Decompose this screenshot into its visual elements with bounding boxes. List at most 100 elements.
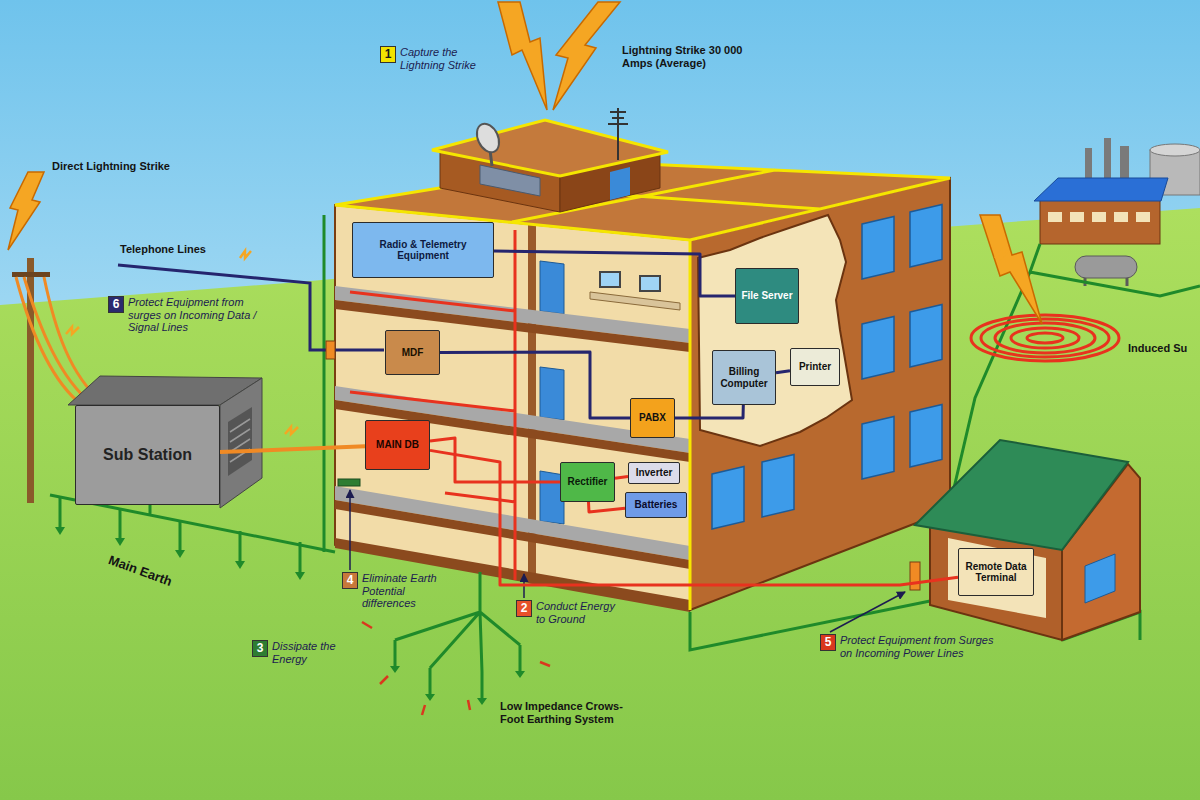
horizontal-tank (1075, 256, 1137, 278)
induced-rings (971, 315, 1119, 361)
house-window (1085, 554, 1115, 603)
line-label: Telephone Lines (120, 243, 240, 256)
surge-ring (995, 323, 1095, 353)
callout-badge: 1Capture the Lightning Strike (380, 46, 500, 71)
label-holder: Direct Lightning Strike (52, 160, 222, 173)
callout-badge: 3Dissipate the Energy (252, 640, 352, 665)
wire-connector (615, 477, 628, 479)
callout-text: Protect Equipment from Surges on Incomin… (840, 634, 1005, 659)
earth-rods (60, 497, 300, 572)
callout-number: 3 (252, 640, 268, 657)
wire-connector (220, 446, 365, 452)
penthouse-door (610, 167, 630, 200)
callout-badge: 2Conduct Energy to Ground (516, 600, 621, 625)
wire-connector (494, 251, 735, 296)
facade (690, 178, 950, 610)
node-label: Remote Data Terminal (964, 561, 1028, 584)
radio-equipment: Radio & Telemetry Equipment (352, 222, 494, 278)
power-wiring (350, 230, 515, 580)
strike-note: Lightning Strike 30 000 Amps (Average) (622, 44, 762, 69)
callout-text: Conduct Energy to Ground (536, 600, 621, 625)
surge-protector (910, 562, 920, 590)
telephone-line (118, 265, 384, 350)
billing-computer: Billing Computer (712, 350, 776, 405)
earthing-label: Low Impedance Crows-Foot Earthing System (500, 700, 625, 725)
callout-text: Dissipate the Energy (272, 640, 352, 665)
printer-box: Printer (790, 348, 840, 386)
house-roof (915, 440, 1128, 550)
strike-label: Direct Lightning Strike (52, 160, 222, 173)
surge-protector (326, 341, 335, 359)
inverter-box: Inverter (628, 462, 680, 484)
node-label: MDF (402, 347, 424, 359)
down-conductor (689, 240, 692, 610)
callout-badge: 6Protect Equipment from surges on Incomi… (108, 296, 278, 334)
substation-vent (228, 407, 252, 476)
pabx-box: PABX (630, 398, 675, 438)
node-label: Printer (799, 361, 831, 373)
label-holder: Lightning Strike 30 000 Amps (Average) (622, 44, 762, 69)
rod-tips (390, 666, 525, 705)
surge-ring (1011, 328, 1079, 348)
wire-connector (776, 371, 790, 373)
label-holder: Main Earth (100, 551, 180, 592)
house-cutaway (948, 538, 1046, 618)
chimney (1120, 146, 1129, 183)
lightning-bolt (553, 2, 620, 110)
rectifier-box: Rectifier (560, 462, 615, 502)
node-label: Billing Computer (718, 366, 770, 389)
node-label: File Server (741, 290, 792, 302)
desk (590, 292, 680, 310)
callout-number: 5 (820, 634, 836, 651)
remote-terminal: Remote Data Terminal (958, 548, 1034, 596)
surge-ring (971, 315, 1119, 361)
windows (712, 204, 942, 529)
mdf-frame: MDF (385, 330, 440, 375)
label-holder: Induced Su (1128, 342, 1194, 355)
rod-tips (55, 527, 305, 580)
down-conductor (323, 215, 326, 552)
node-label: PABX (639, 412, 666, 424)
chimney (1104, 138, 1111, 183)
lightning-bolt (8, 172, 44, 250)
callout-number: 6 (108, 296, 124, 313)
file-server: File Server (735, 268, 799, 324)
node-label: MAIN DB (376, 439, 419, 451)
satellite-dish (473, 120, 504, 156)
earth-label: Main Earth (100, 551, 180, 592)
factory-roof (1034, 178, 1168, 201)
lightning-bolt (980, 215, 1042, 324)
floor-slab (335, 300, 690, 612)
callout-number: 1 (380, 46, 396, 63)
facade-cutaway (698, 215, 852, 446)
distribution-board: MAIN DB (365, 420, 430, 470)
surge-ring (1027, 333, 1063, 343)
leader-line (830, 592, 905, 632)
leader-line (349, 490, 351, 570)
wire-connector (440, 352, 630, 418)
callout-badge: 4Eliminate Earth Potential differences (342, 572, 457, 610)
vent-slats (230, 419, 250, 462)
antenna-mast (608, 108, 628, 160)
crows-foot-earth (395, 572, 520, 698)
earth-bar (338, 479, 360, 486)
factory-wall (1040, 200, 1160, 244)
connector-group (220, 251, 958, 585)
node-label: Inverter (636, 467, 673, 479)
substation-box: Sub Station (75, 405, 220, 505)
label-holder: Low Impedance Crows-Foot Earthing System (500, 700, 625, 725)
callout-badge: 5Protect Equipment from Surges on Incomi… (820, 634, 1005, 659)
label-holder: Telephone Lines (120, 243, 240, 256)
node-label: Batteries (635, 499, 678, 511)
callout-text: Capture the Lightning Strike (400, 46, 500, 71)
battery-bank: Batteries (625, 492, 687, 518)
callout-text: Protect Equipment from surges on Incomin… (128, 296, 278, 334)
substation-side (220, 378, 262, 508)
node-label: Sub Station (103, 446, 192, 464)
